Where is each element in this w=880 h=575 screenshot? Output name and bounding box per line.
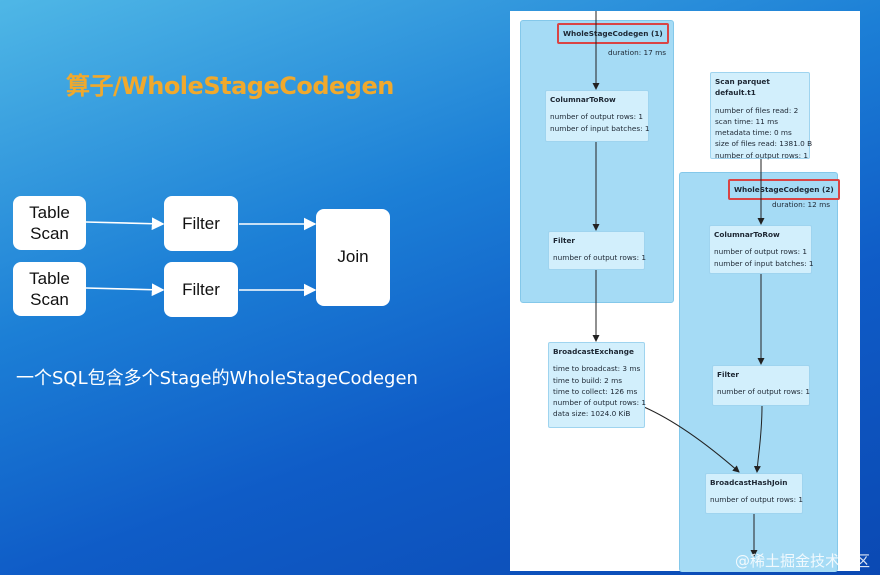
- filter-label-1: Filter: [182, 214, 220, 233]
- node-title: Filter: [717, 370, 740, 379]
- node-scan-parquet: Scan parquet default.t1 number of files …: [710, 72, 813, 160]
- node-metric: time to build: 2 ms: [553, 375, 623, 385]
- node-title: ColumnarToRow: [550, 95, 616, 104]
- arrow-scan1-filter1: [85, 217, 165, 231]
- node-columnar-to-row-2: ColumnarToRow number of output rows: 1 n…: [709, 225, 814, 274]
- node-metric: number of output rows: 1: [710, 495, 804, 505]
- node-metric: number of output rows: 1: [715, 150, 809, 160]
- node-metric: number of output rows: 1: [553, 398, 647, 408]
- node-title: BroadcastHashJoin: [710, 478, 788, 487]
- node-metric: number of input batches: 1: [714, 258, 814, 268]
- filter-label-2: Filter: [182, 280, 220, 299]
- stage-2-label: WholeStageCodegen (2): [728, 179, 840, 200]
- node-metric: number of input batches: 1: [550, 123, 650, 133]
- node-metric: metadata time: 0 ms: [715, 128, 792, 138]
- node-metric: number of output rows: 1: [553, 253, 647, 263]
- watermark-text: @稀土掘金技术社区: [734, 552, 870, 570]
- table-scan-box-2: Table Scan: [13, 262, 86, 316]
- node-metric: number of output rows: 1: [714, 247, 808, 257]
- node-metric: size of files read: 1381.0 B: [715, 139, 813, 149]
- node-filter-2: Filter number of output rows: 1: [712, 365, 810, 406]
- node-title: Filter: [553, 236, 576, 245]
- node-title: Scan parquet default.t1: [715, 77, 770, 98]
- table-scan-label-2: Table Scan: [29, 269, 70, 309]
- slide-caption: 一个SQL包含多个Stage的WholeStageCodegen: [16, 368, 418, 389]
- node-columnar-to-row-1: ColumnarToRow number of output rows: 1 n…: [545, 90, 650, 142]
- filter-box-2: Filter: [164, 262, 238, 317]
- table-scan-label-1: Table Scan: [29, 203, 70, 243]
- stage-1-label: WholeStageCodegen (1): [557, 23, 669, 44]
- plan-panel: WholeStageCodegen (1) duration: 17 ms Wh…: [510, 11, 860, 572]
- slide-title: 算子/WholeStageCodegen: [66, 72, 394, 100]
- join-box: Join: [316, 209, 390, 306]
- table-scan-box-1: Table Scan: [13, 196, 86, 250]
- plan-edges: [592, 11, 765, 557]
- node-metric: time to broadcast: 3 ms: [553, 364, 641, 374]
- node-metric: number of output rows: 1: [717, 387, 811, 397]
- node-title: BroadcastExchange: [553, 347, 634, 356]
- arrow-scan2-filter2: [85, 283, 165, 297]
- node-metric: number of files read: 2: [715, 105, 799, 115]
- node-metric: time to collect: 126 ms: [553, 386, 638, 396]
- stage-1-duration: duration: 17 ms: [608, 48, 666, 57]
- node-broadcast-hash-join: BroadcastHashJoin number of output rows:…: [705, 473, 803, 514]
- node-title: ColumnarToRow: [714, 230, 780, 239]
- node-metric: scan time: 11 ms: [715, 116, 779, 126]
- node-metric: data size: 1024.0 KiB: [553, 409, 631, 419]
- node-filter-1: Filter number of output rows: 1: [548, 231, 647, 270]
- stage-2-duration: duration: 12 ms: [772, 200, 830, 209]
- join-label: Join: [337, 247, 369, 266]
- node-broadcast-exchange: BroadcastExchange time to broadcast: 3 m…: [548, 342, 647, 428]
- filter-box-1: Filter: [164, 196, 238, 251]
- node-metric: number of output rows: 1: [550, 112, 644, 122]
